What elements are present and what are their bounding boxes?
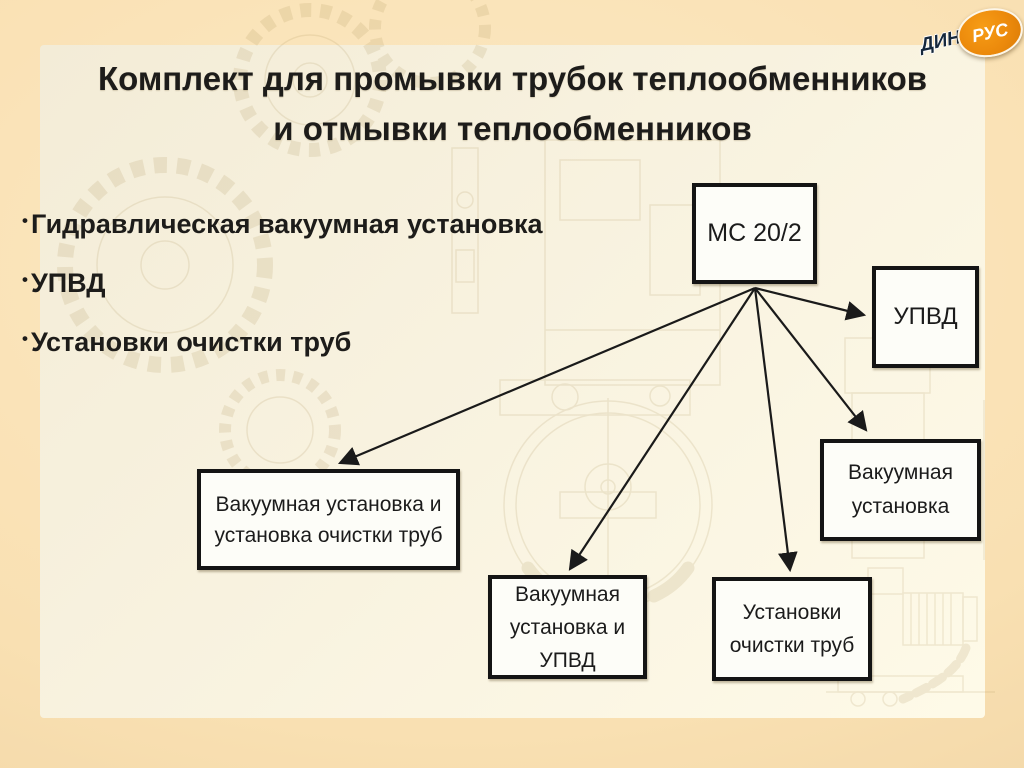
diagram-node-mc-20-2: МС 20/2 bbox=[692, 183, 817, 284]
node-label: Вакуумная установка и установка очистки … bbox=[214, 492, 443, 547]
diagram-node-tube-cleaning-units: Установки очистки труб bbox=[712, 577, 872, 681]
diagram-node-vacuum-and-tube-cleaning-unit: Вакуумная установка и установка очистки … bbox=[197, 469, 460, 570]
node-label: Вакуумная установка и УПВД bbox=[509, 582, 626, 672]
node-label: УПВД bbox=[893, 303, 958, 330]
logo-text-din: ДИН bbox=[918, 27, 963, 57]
arrow-mc-to-vacuum bbox=[754, 287, 868, 432]
title-line-2: и отмывки теплообменников bbox=[273, 110, 752, 147]
arrow-mc-to-cleaning bbox=[753, 287, 798, 573]
arrow-mc-to-vacuum-cleaning bbox=[337, 286, 756, 466]
arrow-mc-to-upvd bbox=[754, 286, 867, 321]
logo-orange-ellipse: РУС bbox=[952, 2, 1024, 64]
logo-text-rus: РУС bbox=[970, 18, 1010, 46]
bullet-item-upvd: УПВД bbox=[22, 265, 662, 298]
bullet-item-hydraulic-vacuum-unit: Гидравлическая вакуумная установка bbox=[22, 206, 662, 239]
diagram-node-vacuum-unit-and-upvd: Вакуумная установка и УПВД bbox=[488, 575, 647, 679]
page-title: Комплект для промывки трубок теплообменн… bbox=[40, 54, 985, 154]
bullet-list: Гидравлическая вакуумная установка УПВД … bbox=[22, 206, 662, 383]
diagram-node-vacuum-unit: Вакуумная установка bbox=[820, 439, 981, 541]
node-label: Установки очистки труб bbox=[729, 601, 855, 657]
node-label: МС 20/2 bbox=[707, 219, 802, 247]
node-label: Вакуумная установка bbox=[848, 461, 953, 518]
arrow-mc-to-vacuum-upvd bbox=[568, 287, 756, 571]
bullet-item-tube-cleaning-units: Установки очистки труб bbox=[22, 324, 662, 357]
diagram-node-upvd: УПВД bbox=[872, 266, 979, 368]
title-line-1: Комплект для промывки трубок теплообменн… bbox=[97, 60, 928, 97]
